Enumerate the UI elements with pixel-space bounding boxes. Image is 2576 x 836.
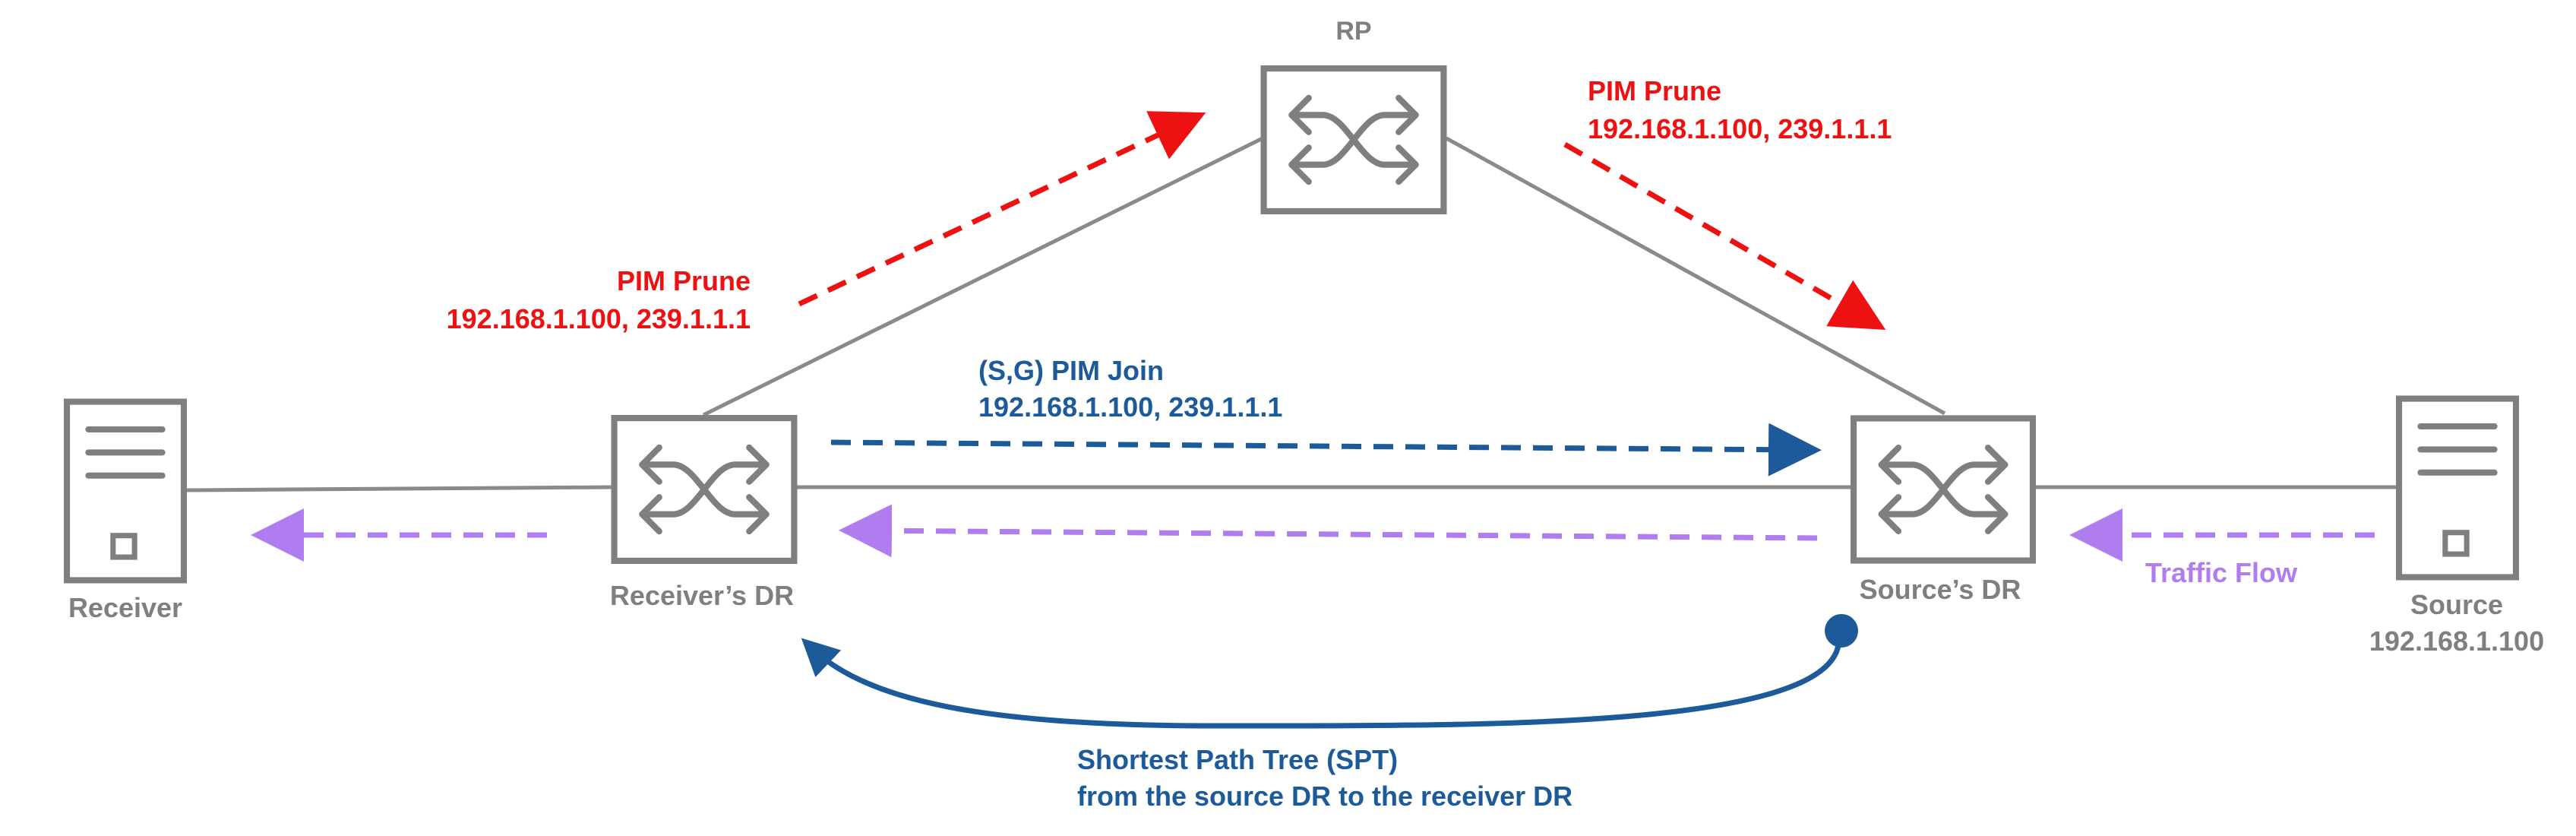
server-icon <box>2399 399 2516 578</box>
switch-icon <box>1854 418 2033 560</box>
receiver-dr-router <box>615 418 795 561</box>
traffic-flow-arrows <box>251 504 2375 562</box>
receiver-dr-label: Receiver’s DR <box>610 580 794 611</box>
prune-left-title: PIM Prune <box>617 265 751 296</box>
spt-path <box>801 614 1858 729</box>
prune-left-detail: 192.168.1.100, 239.1.1.1 <box>447 303 751 334</box>
source-dr-router <box>1854 418 2033 560</box>
server-icon <box>67 402 184 581</box>
switch-icon <box>1264 68 1444 211</box>
prune-right-title: PIM Prune <box>1588 75 1721 106</box>
link-receiver-dr-to-rp <box>702 136 1264 417</box>
join-title: (S,G) PIM Join <box>978 355 1164 386</box>
receiver-label: Receiver <box>68 592 182 623</box>
traffic-arrow-source-dr-to-receiver-dr <box>839 504 1818 558</box>
link-rp-to-source-dr <box>1445 136 1946 416</box>
link-receiver-to-receiver-dr <box>186 485 613 492</box>
source-address: 192.168.1.100 <box>2369 625 2544 657</box>
rp-router <box>1264 68 1444 211</box>
rp-label: RP <box>1335 17 1371 46</box>
receiver-host <box>67 402 184 581</box>
spt-curve-arrow <box>801 633 1841 729</box>
source-dr-label: Source’s DR <box>1860 574 2021 605</box>
join-arrow <box>830 423 1822 477</box>
prune-arrow-receiver-dr-to-rp <box>798 111 1206 307</box>
source-host <box>2399 399 2516 578</box>
links <box>186 136 2396 492</box>
spt-description: from the source DR to the receiver DR <box>1077 781 1572 812</box>
prune-arrows <box>798 111 1886 331</box>
spt-origin-dot <box>1825 614 1858 648</box>
prune-right-detail: 192.168.1.100, 239.1.1.1 <box>1588 113 1892 144</box>
prune-arrow-rp-to-source-dr <box>1563 141 1886 331</box>
switch-icon <box>615 418 795 561</box>
source-label: Source <box>2410 589 2503 620</box>
spt-title: Shortest Path Tree (SPT) <box>1077 744 1398 775</box>
join-detail: 192.168.1.100, 239.1.1.1 <box>978 391 1282 423</box>
traffic-flow-label: Traffic Flow <box>2145 557 2298 588</box>
